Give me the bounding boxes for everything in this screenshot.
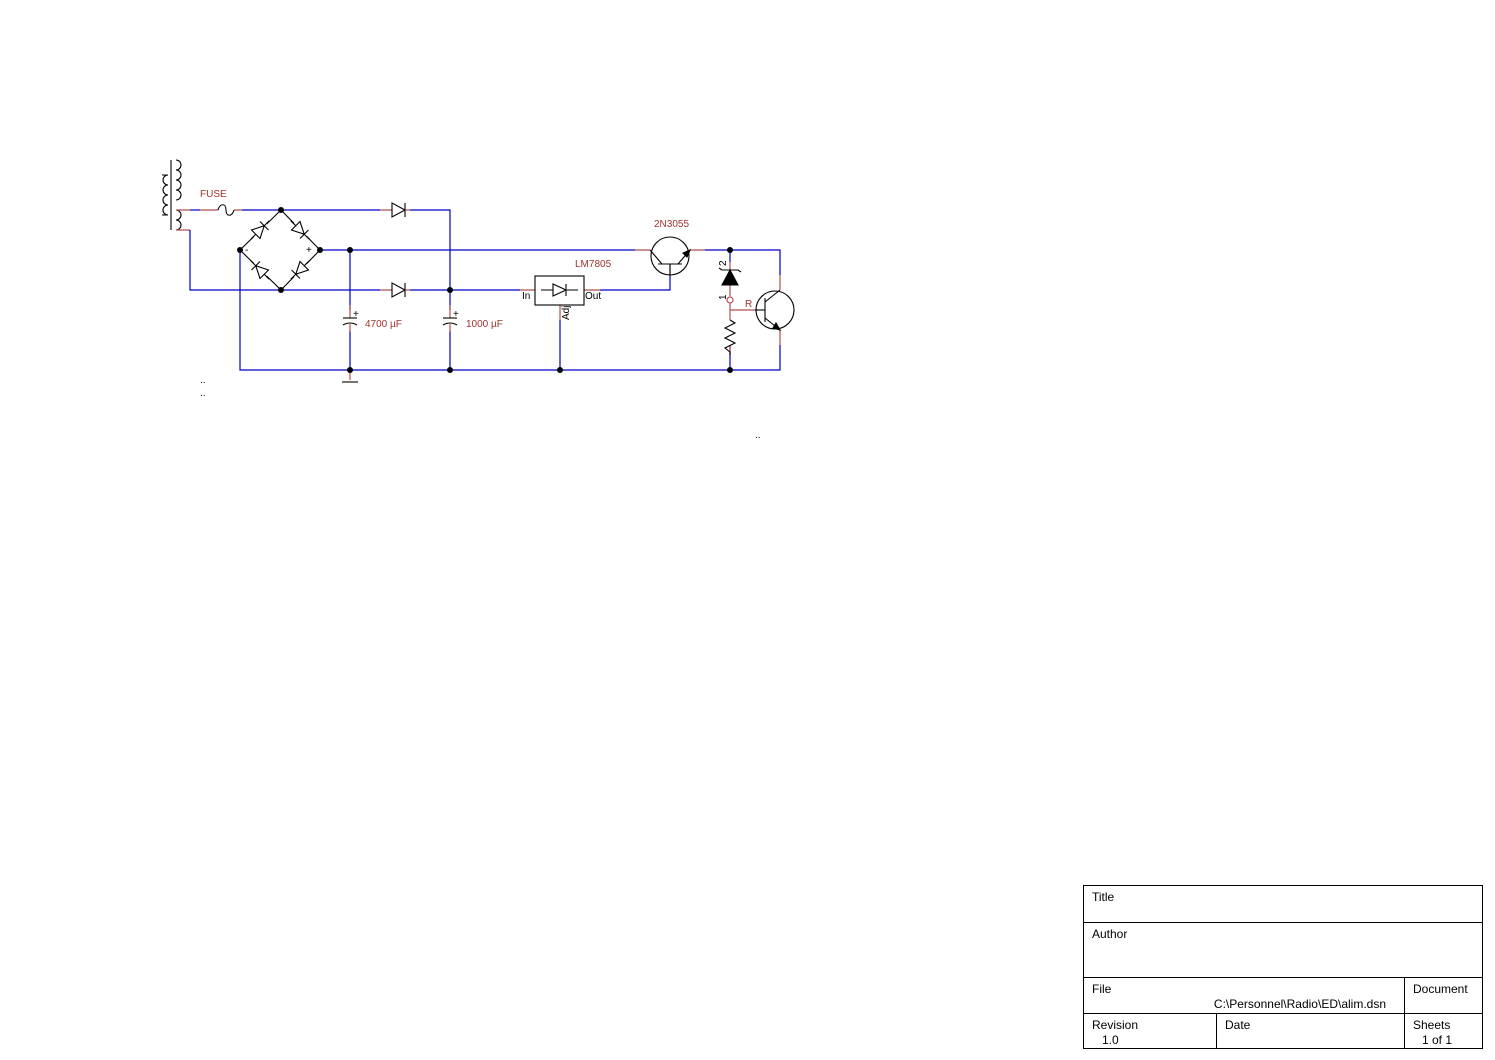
sheets-value: 1 of 1: [1422, 1033, 1453, 1047]
transformer-secondary-coil: [175, 159, 182, 231]
zener-pin-2: 2: [718, 260, 729, 266]
revision-cell: Revision 1.0: [1084, 1013, 1216, 1048]
author-cell: Author: [1084, 922, 1482, 977]
document-label: Document: [1413, 982, 1468, 996]
diode-d1[interactable]: [380, 202, 410, 218]
regulator-body: [534, 275, 585, 306]
regulator-pin-adj: Adj: [561, 306, 572, 320]
diode-d1-symbol: [391, 202, 407, 218]
revision-value: 1.0: [1102, 1033, 1119, 1047]
bridge-diode-tl: [247, 217, 273, 243]
diode-d2[interactable]: [380, 282, 410, 298]
fuse-symbol: [217, 204, 235, 216]
transistor-2n3055-label: 2N3055: [654, 219, 689, 230]
stray-mark-1: ..: [200, 375, 206, 386]
title-label: Title: [1092, 890, 1115, 904]
file-label: File: [1092, 982, 1112, 996]
stray-mark-2: ..: [200, 388, 206, 399]
sheets-cell: Sheets 1 of 1: [1404, 1013, 1482, 1048]
bridge-minus-label: -: [245, 245, 248, 256]
fuse[interactable]: FUSE: [200, 189, 242, 216]
bridge-rectifier[interactable]: + -: [239, 209, 321, 291]
revision-label: Revision: [1092, 1018, 1139, 1032]
bridge-diode-bl: [247, 257, 273, 283]
file-cell: File C:\Personnel\Radio\ED\alim.dsn: [1084, 977, 1404, 1013]
title-cell: Title: [1084, 886, 1482, 922]
resistor-label: R: [745, 299, 752, 310]
regulator-lm7805[interactable]: LM7805 In Out Adj: [520, 259, 612, 320]
bridge-plus-label: +: [306, 245, 312, 256]
transistor-q2[interactable]: [755, 275, 795, 345]
zener-pin-1: 1: [718, 294, 729, 300]
title-block: Title Author File C:\Personnel\Radio\ED\…: [1083, 885, 1483, 1049]
resistor[interactable]: R: [723, 299, 755, 355]
junction-nodes: [237, 207, 733, 373]
transistor-2n3055[interactable]: 2N3055: [635, 219, 705, 276]
bridge-diode-br: [287, 257, 313, 283]
diode-d2-symbol: [391, 282, 407, 298]
capacitor-1000-polarity: +: [453, 309, 459, 320]
file-path: C:\Personnel\Radio\ED\alim.dsn: [1213, 997, 1386, 1011]
capacitor-1000-value: 1000 µF: [466, 319, 503, 330]
capacitor-4700-value: 4700 µF: [365, 319, 402, 330]
regulator-pin-out: Out: [585, 291, 601, 302]
zener-diode-symbol: [721, 268, 739, 286]
sheets-label: Sheets: [1413, 1018, 1451, 1032]
wires: [189, 209, 781, 371]
bridge-diode-tr: [287, 217, 313, 243]
capacitor-4700[interactable]: + 4700 µF: [342, 305, 402, 332]
stray-mark-3: ..: [755, 430, 761, 441]
capacitor-4700-polarity: +: [353, 309, 359, 320]
fuse-label: FUSE: [200, 189, 227, 200]
capacitor-1000[interactable]: + 1000 µF: [442, 305, 503, 332]
date-label: Date: [1225, 1018, 1251, 1032]
document-cell: Document: [1404, 977, 1482, 1013]
resistor-symbol: [723, 319, 737, 355]
regulator-pin-in: In: [522, 291, 530, 302]
zener-diode[interactable]: 2 1: [718, 260, 742, 304]
regulator-label: LM7805: [575, 259, 612, 270]
date-cell: Date: [1216, 1013, 1404, 1048]
transformer-primary-coil: [162, 174, 169, 216]
author-label: Author: [1092, 927, 1128, 941]
transformer[interactable]: [162, 159, 190, 231]
